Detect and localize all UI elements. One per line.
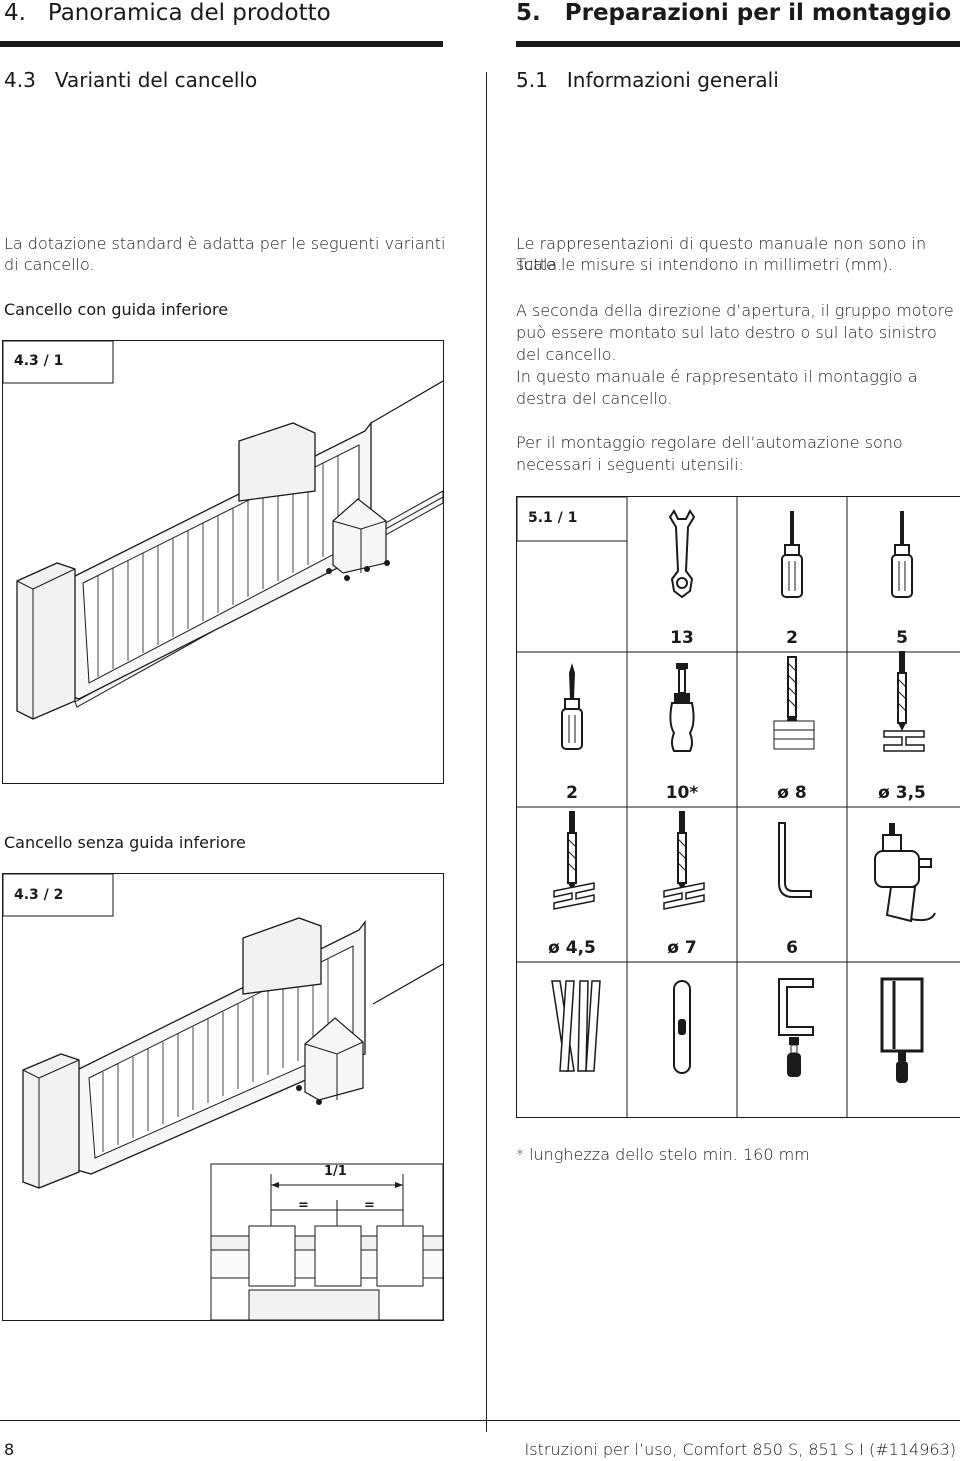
tool-size-metal-drill: ø 3,5: [878, 783, 926, 803]
tool-size-drill-4-5: ø 4,5: [548, 938, 596, 958]
header-rule-right: [516, 41, 960, 47]
wrench-icon: [668, 509, 696, 599]
figure-gate-with-rail: [2, 340, 444, 784]
tool-size-hex-key: 6: [786, 938, 798, 958]
folding-rule-icon: [551, 980, 601, 1072]
tool-size-masonry-drill: ø 8: [777, 783, 807, 803]
mounting-note-line-5: destra del cancello.: [516, 389, 673, 408]
figure-tools: [516, 496, 960, 1118]
dimension-equal-2: =: [364, 1198, 375, 1213]
tool-size-chisel-screwdriver: 10*: [665, 783, 699, 803]
tool-size-cross-screwdriver: 2: [566, 783, 578, 803]
chapter-title-right: 5. Preparazioni per il montaggio: [516, 0, 952, 26]
page-number: 8: [4, 1440, 15, 1459]
dimension-total: 1/1: [324, 1164, 347, 1179]
hex-key-icon: [778, 822, 812, 898]
tools-intro-line-2: necessari i seguenti utensili:: [516, 455, 744, 474]
screwdriver-flat-icon: [891, 511, 913, 598]
figure-gate-without-rail: [2, 873, 444, 1321]
masonry-drill-icon: [773, 656, 815, 750]
variant-2-title: Cancello senza guida inferiore: [4, 833, 246, 852]
metal-drill-icon: [553, 811, 595, 910]
mounting-note-line-1: A seconda della direzione d’apertura, il…: [516, 301, 954, 320]
power-drill-icon: [874, 823, 936, 923]
variant-1-title: Cancello con guida inferiore: [4, 300, 229, 319]
tool-size-screwdriver-1: 2: [786, 628, 798, 648]
hacksaw-icon: [880, 977, 924, 1083]
footnote: * lunghezza dello stelo min. 160 mm: [516, 1145, 810, 1164]
mounting-note-line-3: del cancello.: [516, 345, 617, 364]
scale-note-line-2: Tutte le misure si intendono in millimet…: [516, 255, 894, 274]
tool-size-drill-7: ø 7: [667, 938, 697, 958]
figure-tag-4-3-2: 4.3 / 2: [14, 887, 64, 903]
section-title-right: 5.1 Informazioni generali: [516, 68, 779, 92]
header-rule-left: [0, 41, 443, 47]
tools-intro-line-1: Per il montaggio regolare dell’automazio…: [516, 433, 903, 452]
gate-with-rail-illustration: [2, 340, 444, 720]
metal-drill-icon: [883, 651, 925, 752]
dimension-equal-1: =: [298, 1198, 309, 1213]
chisel-screwdriver-icon: [669, 663, 695, 752]
tool-size-wrench: 13: [670, 628, 694, 648]
clamp-icon: [778, 978, 814, 1077]
figure-tag-5-1-1: 5.1 / 1: [528, 510, 578, 526]
intro-line-2: di cancello.: [4, 255, 95, 274]
metal-drill-icon: [663, 811, 705, 910]
screwdriver-flat-icon: [781, 511, 803, 598]
gate-without-rail-illustration: [2, 873, 444, 1321]
figure-tag-4-3-1: 4.3 / 1: [14, 353, 64, 369]
tools-grid: [516, 496, 960, 1117]
intro-line-1: La dotazione standard è adatta per le se…: [4, 234, 446, 253]
screwdriver-cross-icon: [561, 663, 583, 750]
footer-rule: [0, 1420, 960, 1421]
scale-note-line-1: Le rappresentazioni di questo manuale no…: [516, 234, 927, 274]
document-title: Istruzioni per l’uso, Comfort 850 S, 851…: [524, 1440, 956, 1459]
column-divider: [486, 72, 487, 1432]
chapter-title-left: 4. Panoramica del prodotto: [4, 0, 331, 26]
section-title-left: 4.3 Varianti del cancello: [4, 68, 258, 92]
spirit-level-icon: [673, 980, 691, 1074]
mounting-note-line-4: In questo manuale é rappresentato il mon…: [516, 367, 918, 386]
tool-size-screwdriver-2: 5: [896, 628, 908, 648]
mounting-note-line-2: può essere montato sul lato destro o sul…: [516, 323, 937, 342]
